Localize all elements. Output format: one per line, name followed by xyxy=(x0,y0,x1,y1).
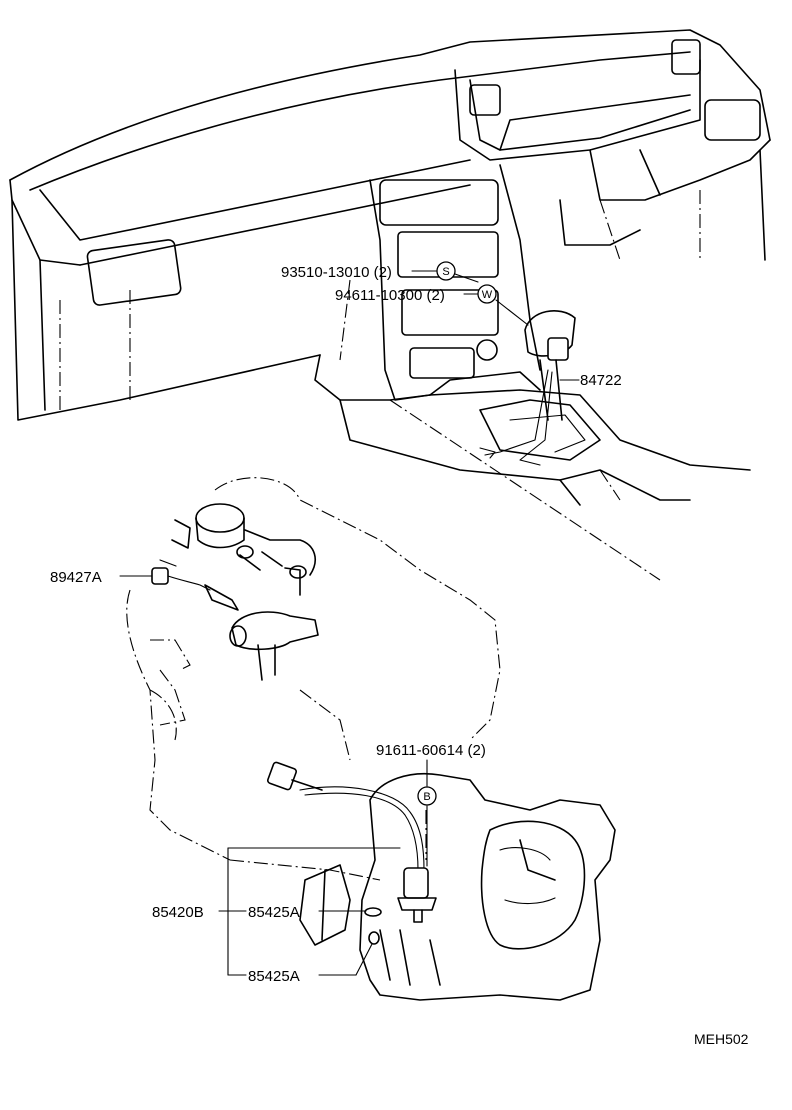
part-label-85420b: 85420B xyxy=(152,904,204,921)
page-code: MEH502 xyxy=(694,1031,749,1047)
dashboard-illustration xyxy=(9,29,771,581)
callout-b: B xyxy=(417,786,437,806)
part-label-93510: 93510-13010 (2) xyxy=(281,264,392,281)
part-label-91611: 91611-60614 (2) xyxy=(376,742,486,759)
callout-w: W xyxy=(477,284,497,304)
part-label-85425a-lower: 85425A xyxy=(248,968,300,985)
part-label-84722: 84722 xyxy=(580,372,622,389)
callout-s: S xyxy=(436,261,456,281)
part-label-89427a: 89427A xyxy=(50,569,102,586)
svg-text:W: W xyxy=(482,289,493,301)
svg-text:B: B xyxy=(423,791,430,803)
part-label-85425a-upper: 85425A xyxy=(248,904,300,921)
engine-illustration xyxy=(126,477,616,1001)
leader-lines xyxy=(119,270,580,976)
svg-text:S: S xyxy=(442,266,449,278)
part-label-94611: 94611-10300 (2) xyxy=(335,287,445,304)
